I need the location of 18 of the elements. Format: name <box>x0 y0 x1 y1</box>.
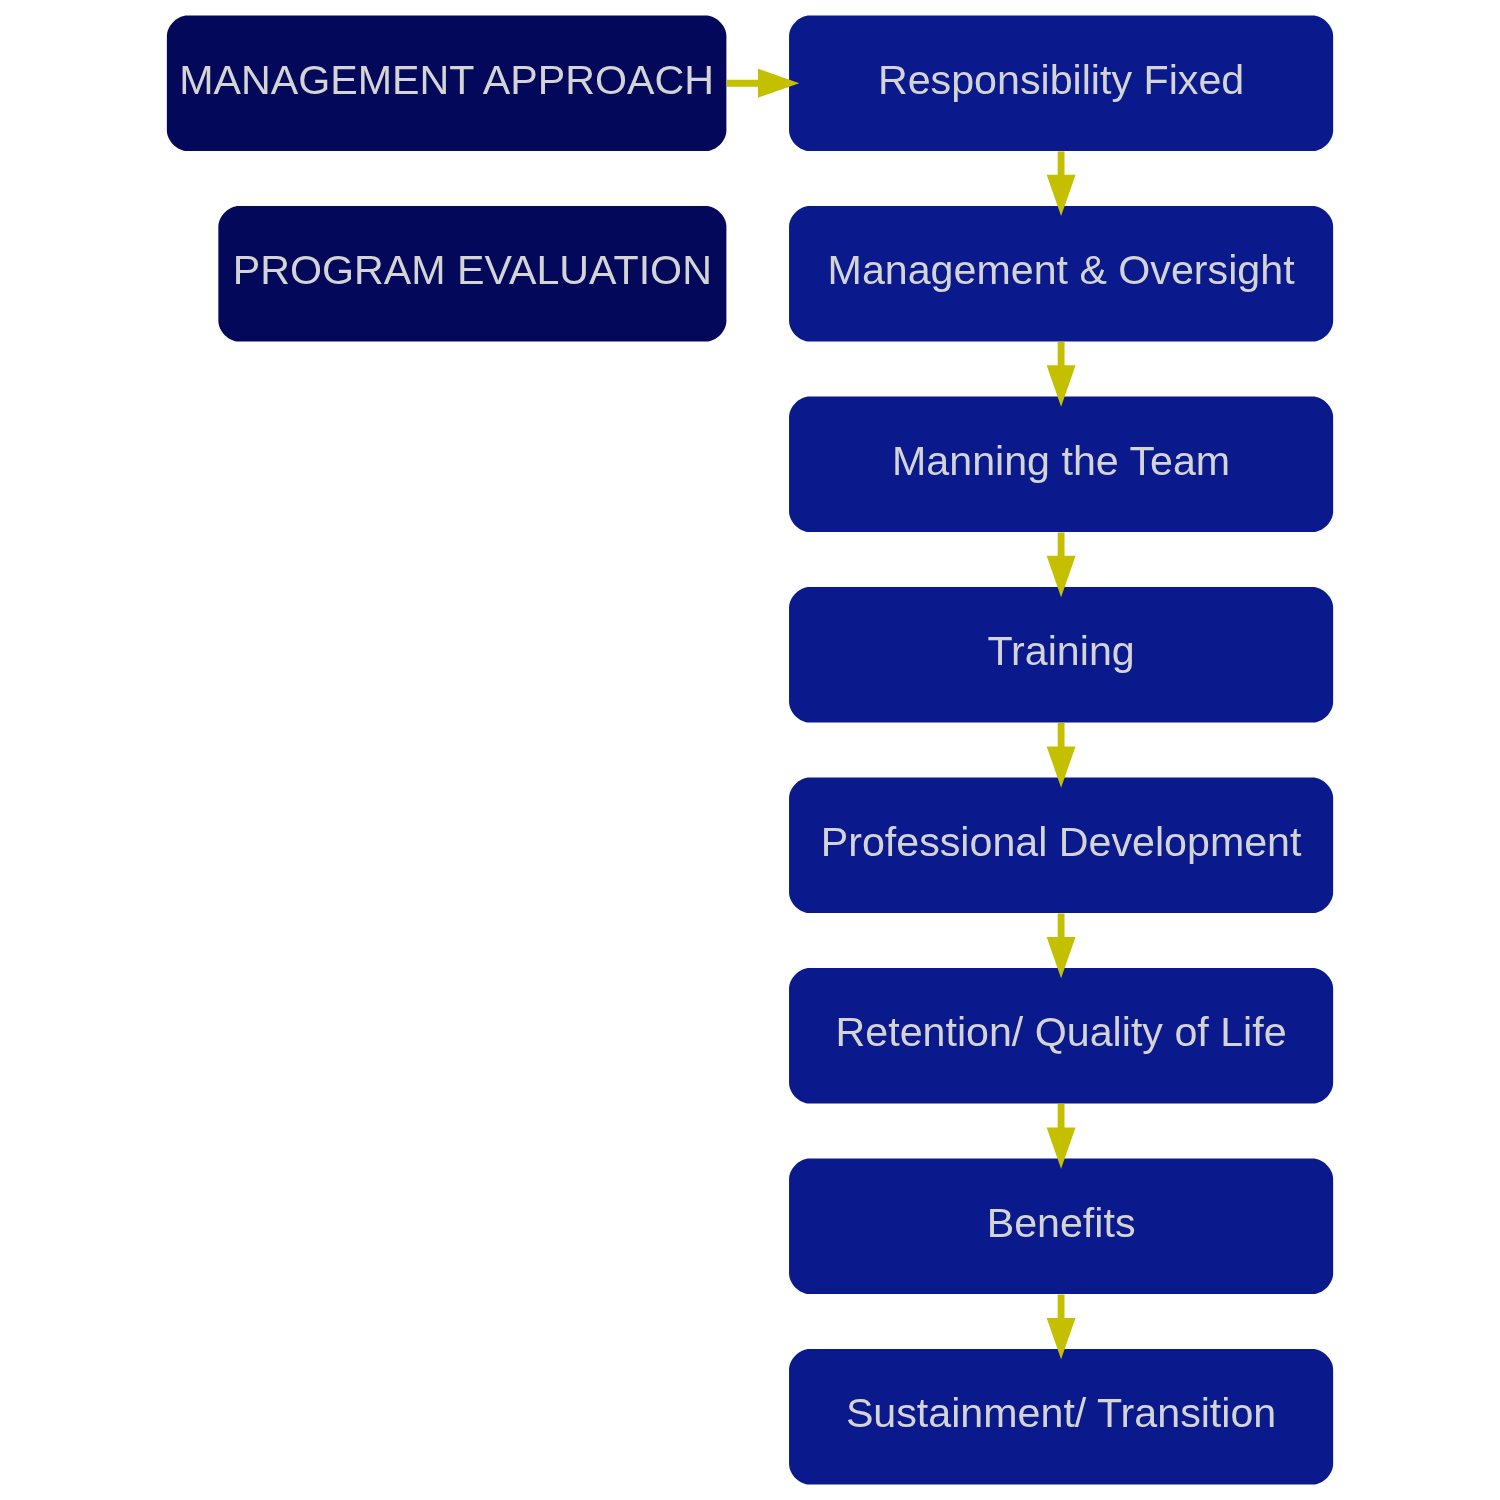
node-box: Management & Oversight <box>789 205 1334 342</box>
node-box: Retention/ Quality of Life <box>789 968 1334 1104</box>
node-box: PROGRAM EVALUATION <box>218 205 727 342</box>
arrow <box>1046 341 1076 407</box>
arrow <box>726 68 800 98</box>
arrow <box>1046 151 1076 217</box>
node-box: Professional Development <box>789 777 1334 914</box>
arrow <box>1046 1104 1076 1169</box>
arrow <box>1046 1294 1076 1360</box>
node-box: Training <box>789 586 1334 723</box>
arrow <box>1046 913 1076 979</box>
arrow <box>1046 532 1076 598</box>
node-box: Manning the Team <box>789 396 1334 532</box>
node-box: Benefits <box>789 1158 1334 1295</box>
node-box: MANAGEMENT APPROACH <box>166 15 727 151</box>
arrow <box>1046 722 1076 788</box>
node-box: Sustainment/ Transition <box>789 1349 1334 1485</box>
node-box: Responsibility Fixed <box>789 15 1334 151</box>
